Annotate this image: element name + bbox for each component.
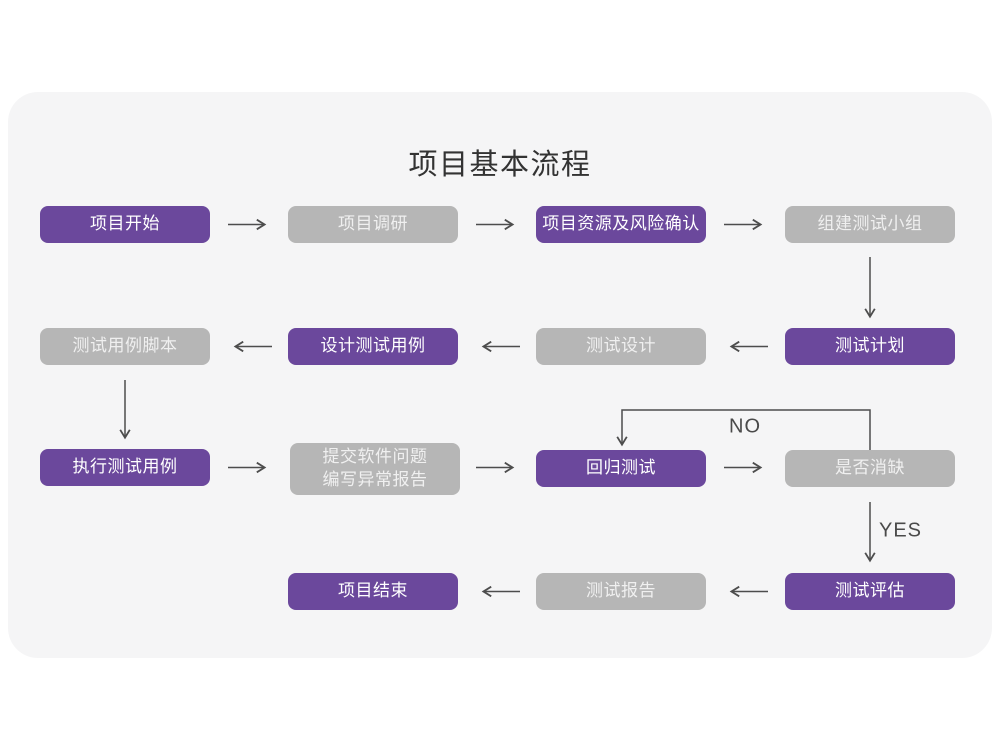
node-project-research: 项目调研 [288,206,458,243]
node-test-design: 测试设计 [536,328,706,365]
node-project-start: 项目开始 [40,206,210,243]
node-test-case-scripts: 测试用例脚本 [40,328,210,365]
yes-branch-label: YES [879,519,923,542]
flowchart-card [8,92,992,658]
node-test-report: 测试报告 [536,573,706,610]
no-branch-label: NO [729,415,761,438]
node-test-plan: 测试计划 [785,328,955,365]
node-test-evaluation: 测试评估 [785,573,955,610]
node-project-end: 项目结束 [288,573,458,610]
node-design-test-cases: 设计测试用例 [288,328,458,365]
node-defect-cleared: 是否消缺 [785,450,955,487]
node-regression-test: 回归测试 [536,450,706,487]
node-submit-issues-report: 提交软件问题 编写异常报告 [290,443,460,495]
node-build-test-team: 组建测试小组 [785,206,955,243]
node-execute-test-cases: 执行测试用例 [40,449,210,486]
diagram-title: 项目基本流程 [408,149,592,181]
node-project-resources-risk: 项目资源及风险确认 [536,206,706,243]
